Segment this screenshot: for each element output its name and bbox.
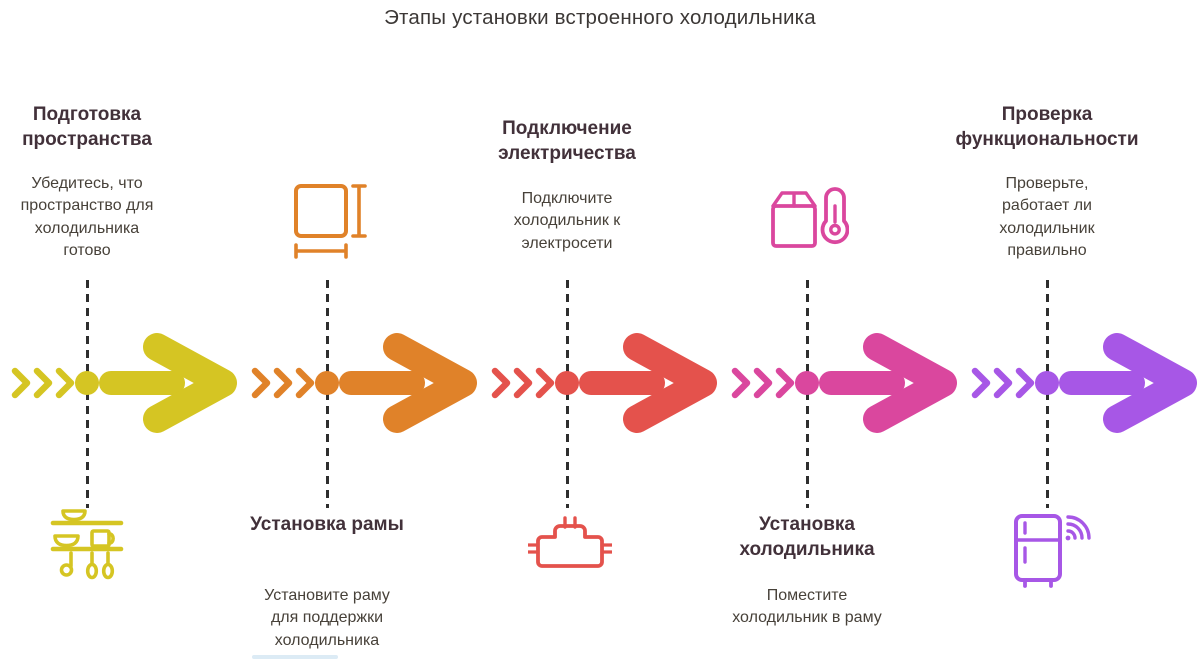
- stage-title: Подключение электричества: [498, 118, 636, 165]
- text-underline-artifact: [252, 655, 338, 659]
- stage-title: Подготовка пространства: [22, 104, 152, 151]
- stage-description: Поместите холодильник в раму: [732, 587, 882, 627]
- page-title: Этапы установки встроенного холодильника: [384, 6, 816, 29]
- stage-title: Установка холодильника: [739, 514, 875, 561]
- arrow-right-icon: [491, 333, 717, 433]
- stage-description: Убедитесь, что пространство для холодиль…: [20, 175, 154, 260]
- dimensions-square-icon: [294, 184, 367, 259]
- stage-description: Проверьте, работает ли холодильник прави…: [999, 175, 1095, 260]
- stage-1-preparation: Подготовка пространства Убедитесь, что п…: [0, 0, 237, 662]
- arrow-right-icon: [971, 333, 1197, 433]
- stage-description: Установите раму для поддержки холодильни…: [264, 587, 390, 649]
- fridge-wifi-icon: [1014, 514, 1091, 588]
- stage-5-functionality-check: Проверка функциональности Проверьте, раб…: [927, 0, 1197, 662]
- stage-3-electricity: Подключение электричества Подключите хол…: [447, 0, 717, 662]
- stage-description: Подключите холодильник к электросети: [513, 190, 621, 252]
- box-thermometer-icon: [771, 187, 849, 248]
- stage-title: Проверка функциональности: [955, 104, 1139, 151]
- stage-2-frame: Установка рамы Установите раму для подде…: [207, 0, 477, 662]
- arrow-right-icon: [731, 333, 957, 433]
- arrow-right-icon: [251, 333, 477, 433]
- kitchen-shelf-icon: [50, 509, 124, 580]
- stage-4-fridge-install: Установка холодильника Поместите холодил…: [687, 0, 957, 662]
- stage-title: Установка рамы: [250, 514, 404, 535]
- power-plug-icon: [528, 516, 612, 568]
- arrow-right-icon: [11, 333, 237, 433]
